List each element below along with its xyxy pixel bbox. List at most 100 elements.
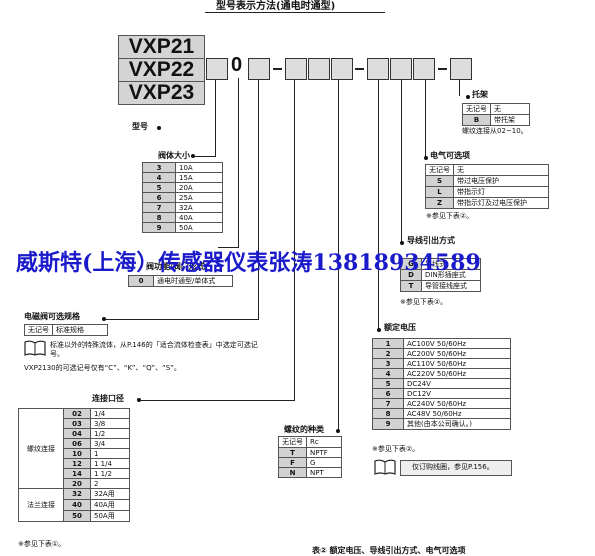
- code-box-thread: [308, 58, 330, 80]
- leader-wiring: [401, 80, 402, 243]
- thread-key-n: N: [278, 467, 307, 478]
- port-val: 1: [90, 448, 130, 459]
- voltage-val: AC110V 50/60Hz: [403, 358, 511, 369]
- connector-option: [104, 319, 259, 320]
- body-size-dot: [191, 154, 195, 158]
- watermark-text: 威斯特(上海）传感器仪表张涛13818934589: [16, 250, 481, 276]
- voltage-key: 9: [372, 418, 404, 430]
- thread-label: 螺纹的种类: [284, 425, 324, 434]
- solenoid-header-key: 无记号: [24, 324, 53, 336]
- port-key: 14: [63, 468, 91, 479]
- voltage-label: 额定电压: [384, 323, 416, 332]
- wiring-val-t: 导管接线座式: [421, 280, 481, 292]
- tray-header-val: 无: [490, 103, 530, 115]
- voltage-val: AC100V 50/60Hz: [403, 338, 511, 349]
- port-val: 1 1/2: [90, 468, 130, 479]
- fixed-digit: 0: [231, 54, 243, 76]
- body-size-key-7: 7: [142, 202, 176, 213]
- port-key: 03: [63, 418, 91, 429]
- voltage-val: AC220V 50/60Hz: [403, 368, 511, 379]
- voltage-dot: [377, 328, 381, 332]
- port-val: 1/2: [90, 428, 130, 439]
- body-size-key-8: 8: [142, 212, 176, 223]
- port-val: 40A用: [90, 499, 130, 511]
- electrical-header-key: 无记号: [425, 164, 454, 176]
- voltage-val: 其他(由本公司确认。): [403, 418, 511, 430]
- electrical-header-val: 无: [453, 164, 549, 176]
- port-val: 50A用: [90, 510, 130, 522]
- voltage-val: AC240V 50/60Hz: [403, 398, 511, 409]
- electrical-key-z: Z: [425, 197, 454, 209]
- book-icon: [24, 340, 46, 356]
- tray-dot: [466, 95, 470, 99]
- wiring-key-d: D: [400, 269, 422, 281]
- voltage-key: 7: [372, 398, 404, 409]
- body-size-label: 阀体大小: [158, 151, 190, 160]
- leader-voltage: [378, 80, 379, 330]
- solenoid-note-1: 标准以外的特殊流体，从P.146的「适合流体检查表」中选定可选记号。: [50, 341, 258, 358]
- body-size-val-6: 25A: [175, 192, 223, 203]
- voltage-key: 3: [372, 358, 404, 369]
- port-key: 10: [63, 448, 91, 459]
- voltage-key: 6: [372, 388, 404, 399]
- voltage-val: AC48V 50/60Hz: [403, 408, 511, 419]
- port-val: 3/8: [90, 418, 130, 429]
- dash-3: [438, 68, 447, 70]
- solenoid-option-table: 无记号标准规格: [24, 324, 108, 336]
- thread-key-f: F: [278, 457, 307, 468]
- title-underline: [205, 12, 385, 13]
- port-key: 02: [63, 408, 91, 419]
- valve-function-key: 0: [128, 275, 154, 287]
- port-val: 1/4: [90, 408, 130, 419]
- voltage-val: AC200V 50/60Hz: [403, 348, 511, 359]
- tray-label: 托架: [472, 90, 488, 99]
- connector-port: [140, 400, 295, 401]
- leader-option: [258, 80, 259, 320]
- port-val: 1 1/4: [90, 458, 130, 469]
- valve-function-label: 阀功能/阀门形式: [146, 262, 205, 271]
- body-size-val-9: 50A: [175, 222, 223, 233]
- dash-1: [273, 68, 282, 70]
- leader-tray: [459, 80, 460, 96]
- model-vxp21: VXP21: [118, 35, 205, 59]
- voltage-key: 2: [372, 348, 404, 359]
- electrical-val-s: 带过电压保护: [453, 175, 549, 187]
- tray-row-key: B: [462, 114, 491, 126]
- thread-header-val: Rc: [306, 436, 342, 448]
- body-size-key-5: 5: [142, 182, 176, 193]
- electrical-dot: [424, 156, 428, 160]
- port-group-thread: 螺纹连接: [18, 408, 64, 489]
- leader-thread: [338, 80, 339, 430]
- body-size-key-4: 4: [142, 172, 176, 183]
- body-size-key-9: 9: [142, 222, 176, 233]
- port-note: ※参见下表①。: [18, 540, 66, 548]
- tray-note: 螺纹连接从02~10。: [462, 127, 528, 135]
- wiring-label: 导线引出方式: [407, 236, 455, 245]
- port-key: 06: [63, 438, 91, 449]
- code-box-port: [285, 58, 307, 80]
- voltage-key: 1: [372, 338, 404, 349]
- connector-function: [218, 247, 239, 248]
- body-size-val-3: 10A: [175, 162, 223, 173]
- wiring-dot: [400, 241, 404, 245]
- thread-val-n: NPT: [306, 467, 342, 478]
- electrical-val-z: 带指示灯及过电压保护: [453, 197, 549, 209]
- wiring-note: ※参见下表②。: [400, 298, 448, 306]
- thread-header-key: 无记号: [278, 436, 307, 448]
- code-box-electrical: [390, 58, 412, 80]
- voltage-val: DC12V: [403, 388, 511, 399]
- valve-function-val: 通电时通型/单体式: [153, 275, 233, 287]
- port-key: 20: [63, 478, 91, 489]
- footer-caption: 表② 额定电压、导线引出方式、电气可选项: [312, 546, 466, 555]
- electrical-label: 电气可选项: [430, 151, 470, 160]
- model-vxp22: VXP22: [118, 58, 205, 82]
- solenoid-header-val: 标准规格: [52, 324, 108, 336]
- port-key: 40: [63, 499, 91, 511]
- body-size-val-5: 20A: [175, 182, 223, 193]
- thread-dot: [336, 429, 340, 433]
